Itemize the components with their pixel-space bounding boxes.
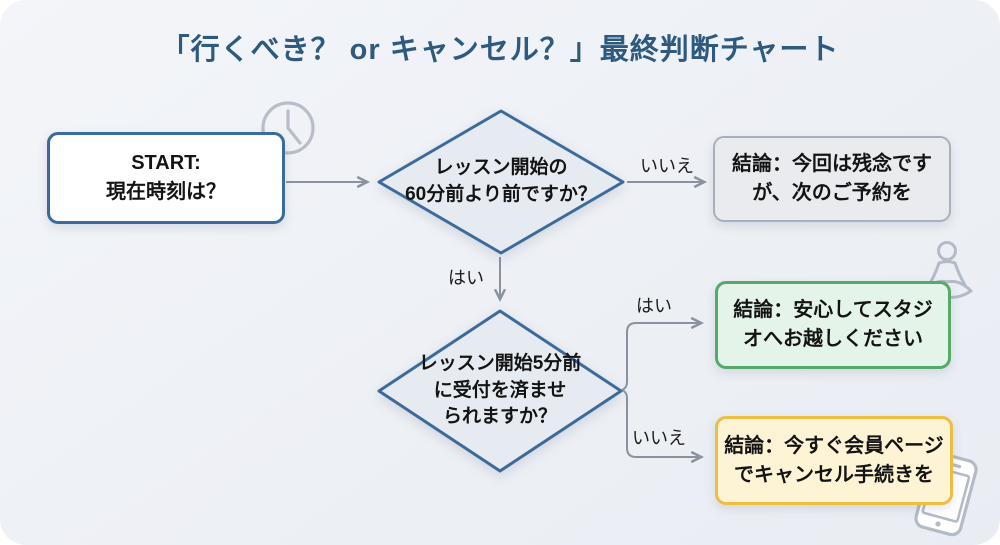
outcome-late-line2: が、次のご予約を — [752, 182, 912, 204]
edge-label-yes2: はい — [636, 296, 672, 316]
decision1-line2: 60分前より前ですか？ — [405, 184, 597, 205]
decision1-line1: レッスン開始の — [434, 157, 568, 179]
decision1-node: レッスン開始の 60分前より前ですか？ — [377, 109, 625, 255]
page-title: 「行くべき？ or キャンセル？」最終判断チャート — [160, 34, 840, 66]
outcome-go-node: 結論：安心してスタジ オへお越しください — [715, 281, 951, 369]
outcome-go-line2: オへお越しください — [743, 328, 923, 350]
decision1-diamond-shape — [377, 109, 625, 255]
decision2-diamond-shape — [377, 309, 623, 473]
edge-decision2-yes — [621, 323, 700, 391]
edge-label-no2: いいえ — [632, 428, 686, 448]
outcome-late-line1: 結論：今回は残念です — [732, 153, 932, 175]
edge-label-yes1: はい — [448, 268, 484, 288]
decision2-node: レッスン開始5分前 に受付を済ませ られますか？ — [377, 309, 623, 473]
decision2-line1: レッスン開始5分前 — [418, 352, 582, 374]
start-node-line2: 現在時刻は？ — [106, 181, 226, 203]
outcome-cancel-line2: でキャンセル手続きを — [734, 463, 934, 486]
decision2-line2: に受付を済ませ — [433, 379, 567, 401]
edge-label-no1: いいえ — [640, 156, 694, 176]
outcome-cancel-node: 結論：今すぐ会員ページ でキャンセル手続きを — [715, 416, 953, 505]
start-node-line1: START: — [131, 152, 201, 174]
outcome-go-line1: 結論：安心してスタジ — [733, 299, 933, 321]
outcome-late-node: 結論：今回は残念です が、次のご予約を — [713, 136, 951, 222]
decision2-line3: られますか？ — [442, 406, 557, 428]
outcome-cancel-line1: 結論：今すぐ会員ページ — [724, 434, 944, 457]
start-node: START: 現在時刻は？ — [47, 132, 285, 224]
